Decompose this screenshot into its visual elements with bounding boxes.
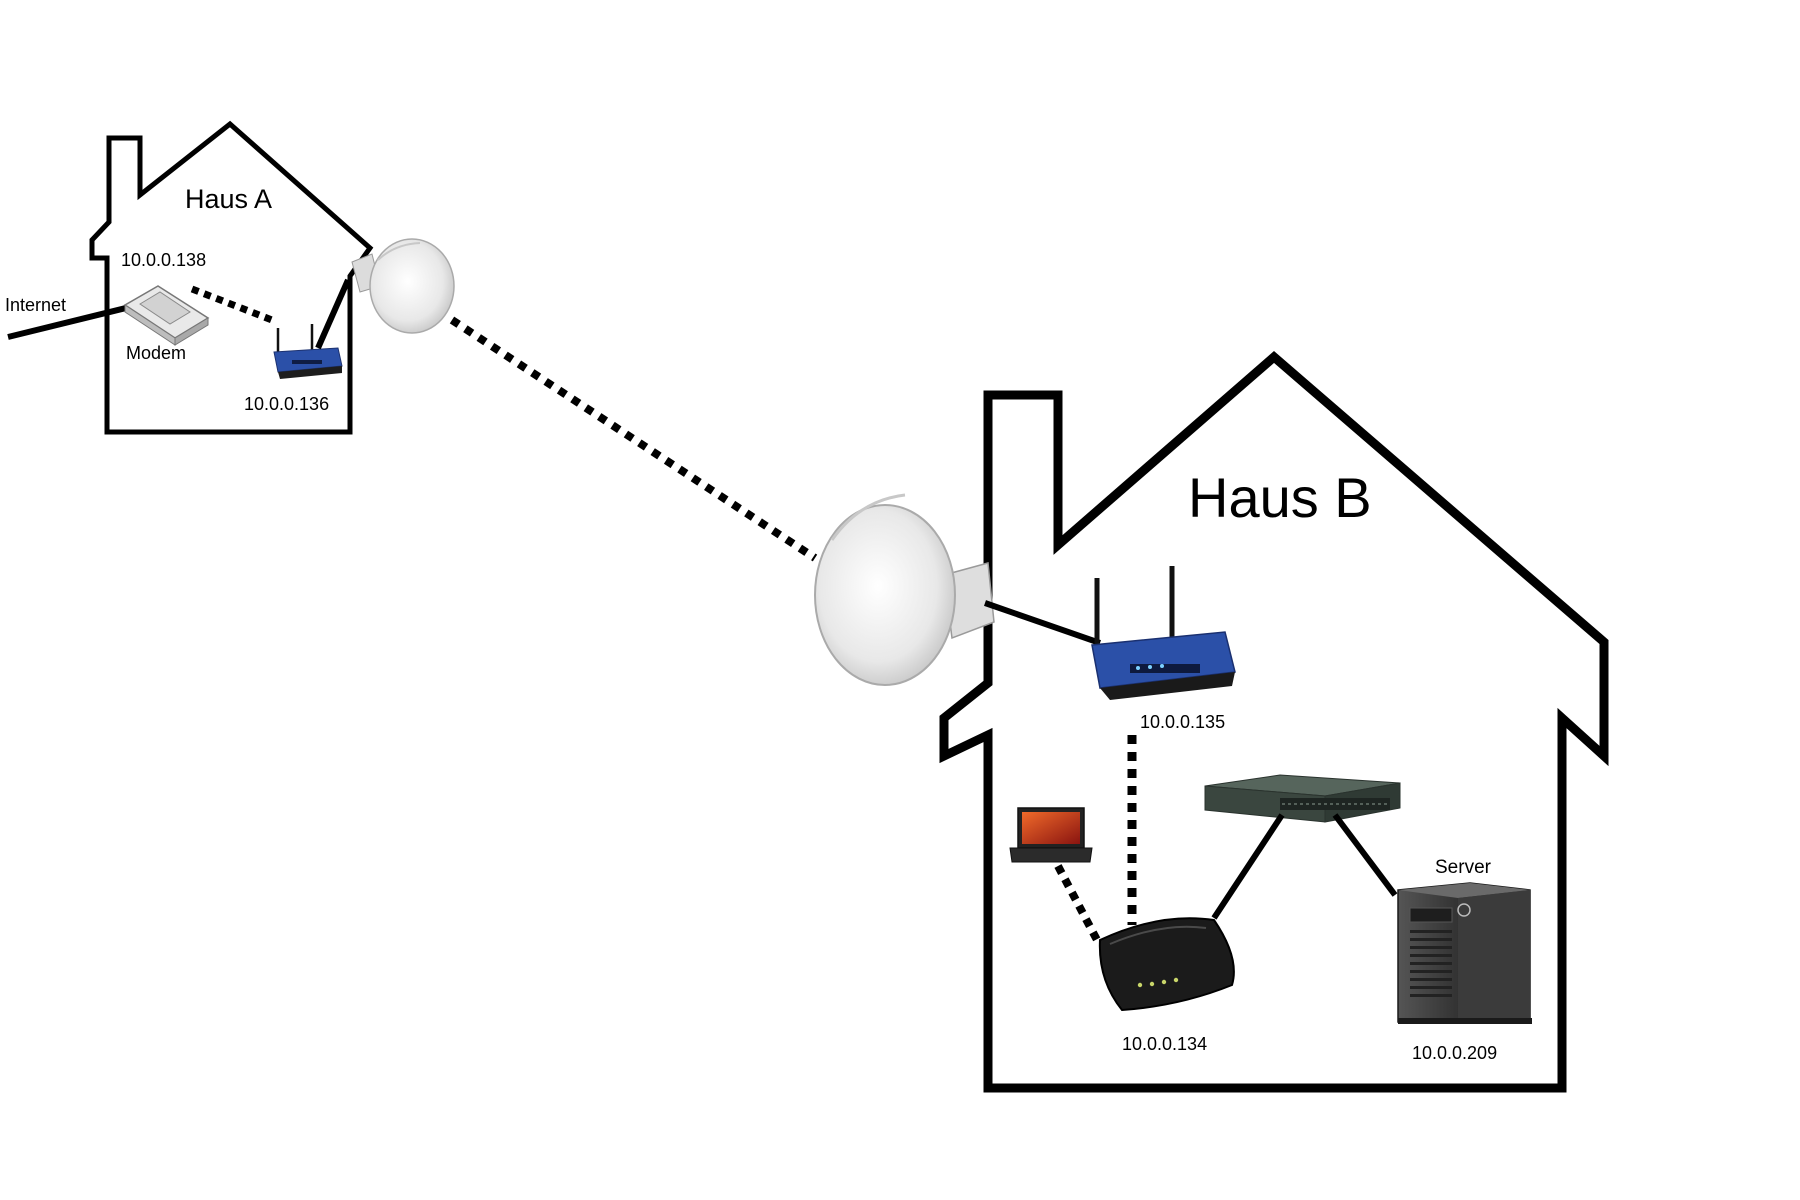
router-a-ip: 10.0.0.136 [244,394,329,414]
house-b: Haus B [939,351,1609,1093]
server-ip: 10.0.0.209 [1412,1043,1497,1063]
modem-ip: 10.0.0.138 [121,250,206,270]
antenna-router-b-cable [984,600,1101,646]
house-a-title: Haus A [185,184,272,214]
internet-cable [7,304,131,340]
switch-router-b2-cable [1211,813,1285,920]
wifi-router-icon [273,324,343,379]
laptop-icon [1009,807,1093,863]
internet-label: Internet [5,295,66,315]
server-label: Server [1435,857,1492,878]
wifi-router-icon [1091,566,1236,700]
house-a: Haus A [89,120,374,435]
router-b-ip: 10.0.0.135 [1140,712,1225,732]
server-icon [1397,882,1532,1024]
directional-antenna-icon [814,493,995,686]
wifi-router-icon [1098,917,1235,1012]
switch-server-cable [1332,813,1398,897]
house-b-title: Haus B [1188,466,1372,529]
router-b2-ip: 10.0.0.134 [1122,1034,1207,1054]
modem-label: Modem [126,343,186,363]
wireless-link [449,316,818,562]
router-a-antenna-cable [315,278,351,350]
network-switch-icon [1204,774,1401,823]
directional-antenna-icon [351,238,455,334]
house-a-outline [89,120,374,435]
modem-router-link [190,285,274,324]
laptop-router-b2-link [1054,864,1101,942]
house-b-outline [939,351,1609,1093]
modem-icon [123,285,210,346]
